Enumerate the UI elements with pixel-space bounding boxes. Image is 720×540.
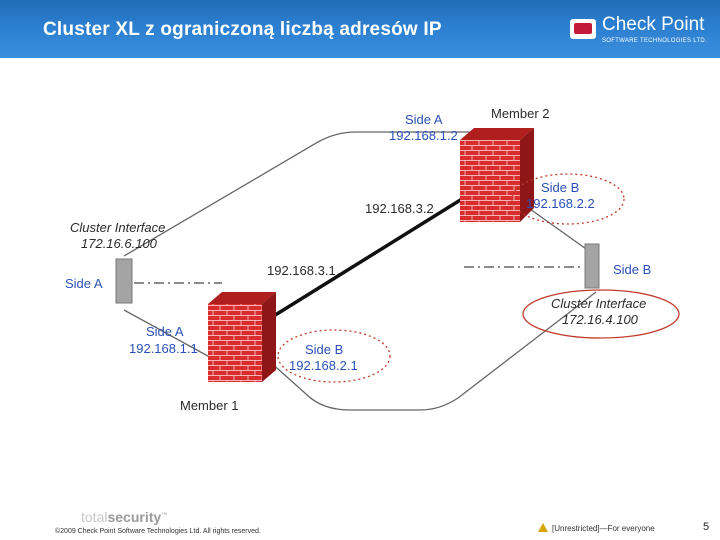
member2-side-b-ip: 192.168.2.2 (526, 196, 595, 211)
warning-triangle-icon (538, 523, 548, 532)
classification-label: [Unrestricted]—For everyone (552, 524, 655, 533)
page-number: 5 (703, 521, 710, 533)
firewall-member-1 (208, 292, 276, 382)
highlight-ring-member1-side-b (277, 329, 391, 383)
check-point-logo: Check Point SOFTWARE TECHNOLOGIES LTD. (570, 14, 720, 50)
member1-name: Member 1 (180, 398, 239, 413)
switch-side-a (115, 258, 133, 304)
member1-side-a-label: Side A (146, 324, 184, 339)
member2-side-a-label: Side A (405, 112, 443, 127)
left-cluster-interface-title: Cluster Interface (70, 220, 165, 235)
cluster-diagram: Side A 192.168.1.2 Member 2 Side B 192.1… (65, 106, 680, 413)
member2-side-a-ip: 192.168.1.2 (389, 128, 458, 143)
right-cluster-interface-ip: 172.16.4.100 (562, 312, 639, 327)
slide-title: Cluster XL z ograniczoną liczbą adresów … (43, 19, 442, 40)
copyright-text: ©2009 Check Point Software Technologies … (55, 528, 261, 535)
slide-header: Cluster XL z ograniczoną liczbą adresów … (0, 0, 720, 58)
brand-trademark: ™ (161, 512, 168, 519)
sync-link (263, 192, 471, 324)
member1-side-a-ip: 192.168.1.1 (129, 341, 198, 356)
left-side-label: Side A (65, 276, 103, 291)
member1-sync-ip: 192.168.3.1 (267, 263, 336, 278)
brand-part-security: security (107, 509, 162, 525)
total-security-logo: totalsecurity™ (81, 509, 167, 525)
left-cluster-interface-ip: 172.16.6.100 (81, 236, 158, 251)
member2-side-b-label: Side B (541, 180, 579, 195)
brand-part-total: total (81, 509, 108, 525)
network-link-member1-to-side-b (267, 291, 597, 411)
right-side-label: Side B (613, 262, 651, 277)
firewall-member-2 (460, 128, 534, 222)
member1-side-b-ip: 192.168.2.1 (289, 358, 358, 373)
member1-side-b-label: Side B (305, 342, 343, 357)
right-cluster-interface-title: Cluster Interface (551, 296, 646, 311)
network-link-side-a-to-member2 (123, 131, 470, 257)
check-point-badge-icon (570, 19, 596, 39)
member2-name: Member 2 (491, 106, 550, 121)
member2-sync-ip: 192.168.3.2 (365, 201, 434, 216)
highlight-ring-member2-side-b (511, 173, 625, 225)
logo-subtitle: SOFTWARE TECHNOLOGIES LTD. (602, 38, 708, 44)
highlight-ring-right-cluster (522, 289, 680, 339)
logo-name: Check Point (602, 14, 705, 35)
switch-side-b (584, 243, 600, 289)
